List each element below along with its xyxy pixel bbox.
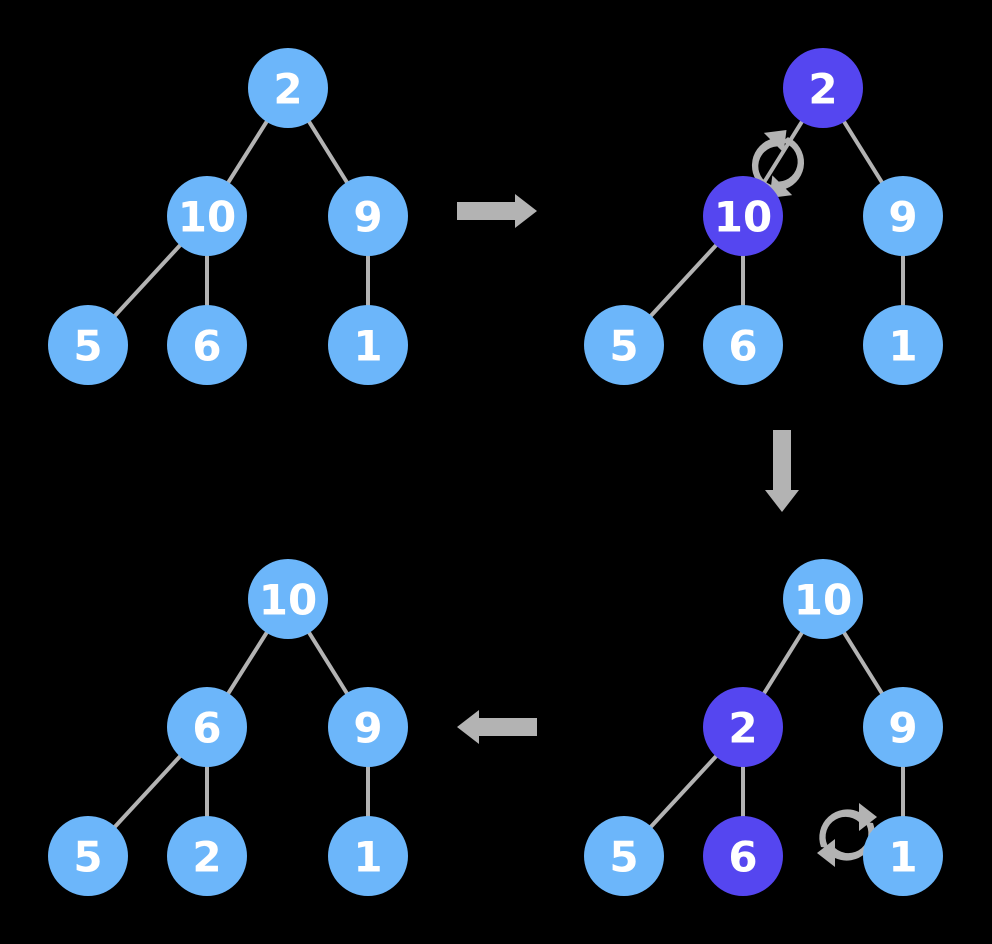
tree-node[interactable]: 1 [863, 816, 943, 896]
node-circle [248, 48, 328, 128]
tree-node[interactable]: 5 [584, 816, 664, 896]
tree-edge [110, 240, 185, 321]
tree-node[interactable]: 2 [783, 48, 863, 128]
tree-edge [840, 627, 886, 699]
tree-node[interactable]: 1 [863, 305, 943, 385]
node-circle [863, 816, 943, 896]
tree-edge [224, 116, 271, 188]
arrow-right-icon [457, 194, 537, 228]
tree-node[interactable]: 9 [863, 176, 943, 256]
tree-edge [305, 116, 351, 188]
node-circle [167, 305, 247, 385]
node-circle [167, 816, 247, 896]
tree-node[interactable]: 6 [167, 305, 247, 385]
node-circle [328, 687, 408, 767]
tree-node[interactable]: 10 [783, 559, 863, 639]
node-circle [48, 305, 128, 385]
node-circle [703, 176, 783, 256]
tree-edge [646, 751, 721, 832]
tree-node[interactable]: 5 [584, 305, 664, 385]
tree-node[interactable]: 10 [703, 176, 783, 256]
tree-node[interactable]: 9 [863, 687, 943, 767]
node-circle [584, 816, 664, 896]
node-circle [783, 559, 863, 639]
tree-node[interactable]: 5 [48, 816, 128, 896]
tree-node[interactable]: 10 [248, 559, 328, 639]
tree-node[interactable]: 9 [328, 176, 408, 256]
node-circle [328, 176, 408, 256]
tree-edge [646, 240, 721, 321]
node-circle [863, 687, 943, 767]
node-circle [703, 305, 783, 385]
tree-node[interactable]: 2 [248, 48, 328, 128]
tree-node[interactable]: 9 [328, 687, 408, 767]
tree-node[interactable]: 2 [703, 687, 783, 767]
node-circle [863, 305, 943, 385]
tree-node[interactable]: 6 [167, 687, 247, 767]
flow-arrows-layer [457, 194, 799, 744]
node-circle [328, 305, 408, 385]
tree-edge [224, 627, 271, 699]
tree-node[interactable]: 6 [703, 305, 783, 385]
node-circle [48, 816, 128, 896]
node-circle [703, 816, 783, 896]
node-circle [167, 176, 247, 256]
tree-edge [305, 627, 351, 699]
tree-node[interactable]: 1 [328, 816, 408, 896]
tree-edge [110, 751, 185, 832]
node-circle [328, 816, 408, 896]
node-circle [167, 687, 247, 767]
node-circle [703, 687, 783, 767]
tree-node[interactable]: 10 [167, 176, 247, 256]
node-circle [584, 305, 664, 385]
tree-node[interactable]: 5 [48, 305, 128, 385]
node-circle [863, 176, 943, 256]
node-circle [783, 48, 863, 128]
tree-edges-layer [110, 116, 905, 832]
tree-node[interactable]: 6 [703, 816, 783, 896]
tree-edge [840, 116, 886, 188]
tree-edge [760, 627, 806, 699]
node-circle [248, 559, 328, 639]
arrow-down-icon [765, 430, 799, 512]
tree-node[interactable]: 2 [167, 816, 247, 896]
arrow-left-icon [457, 710, 537, 744]
tree-node[interactable]: 1 [328, 305, 408, 385]
